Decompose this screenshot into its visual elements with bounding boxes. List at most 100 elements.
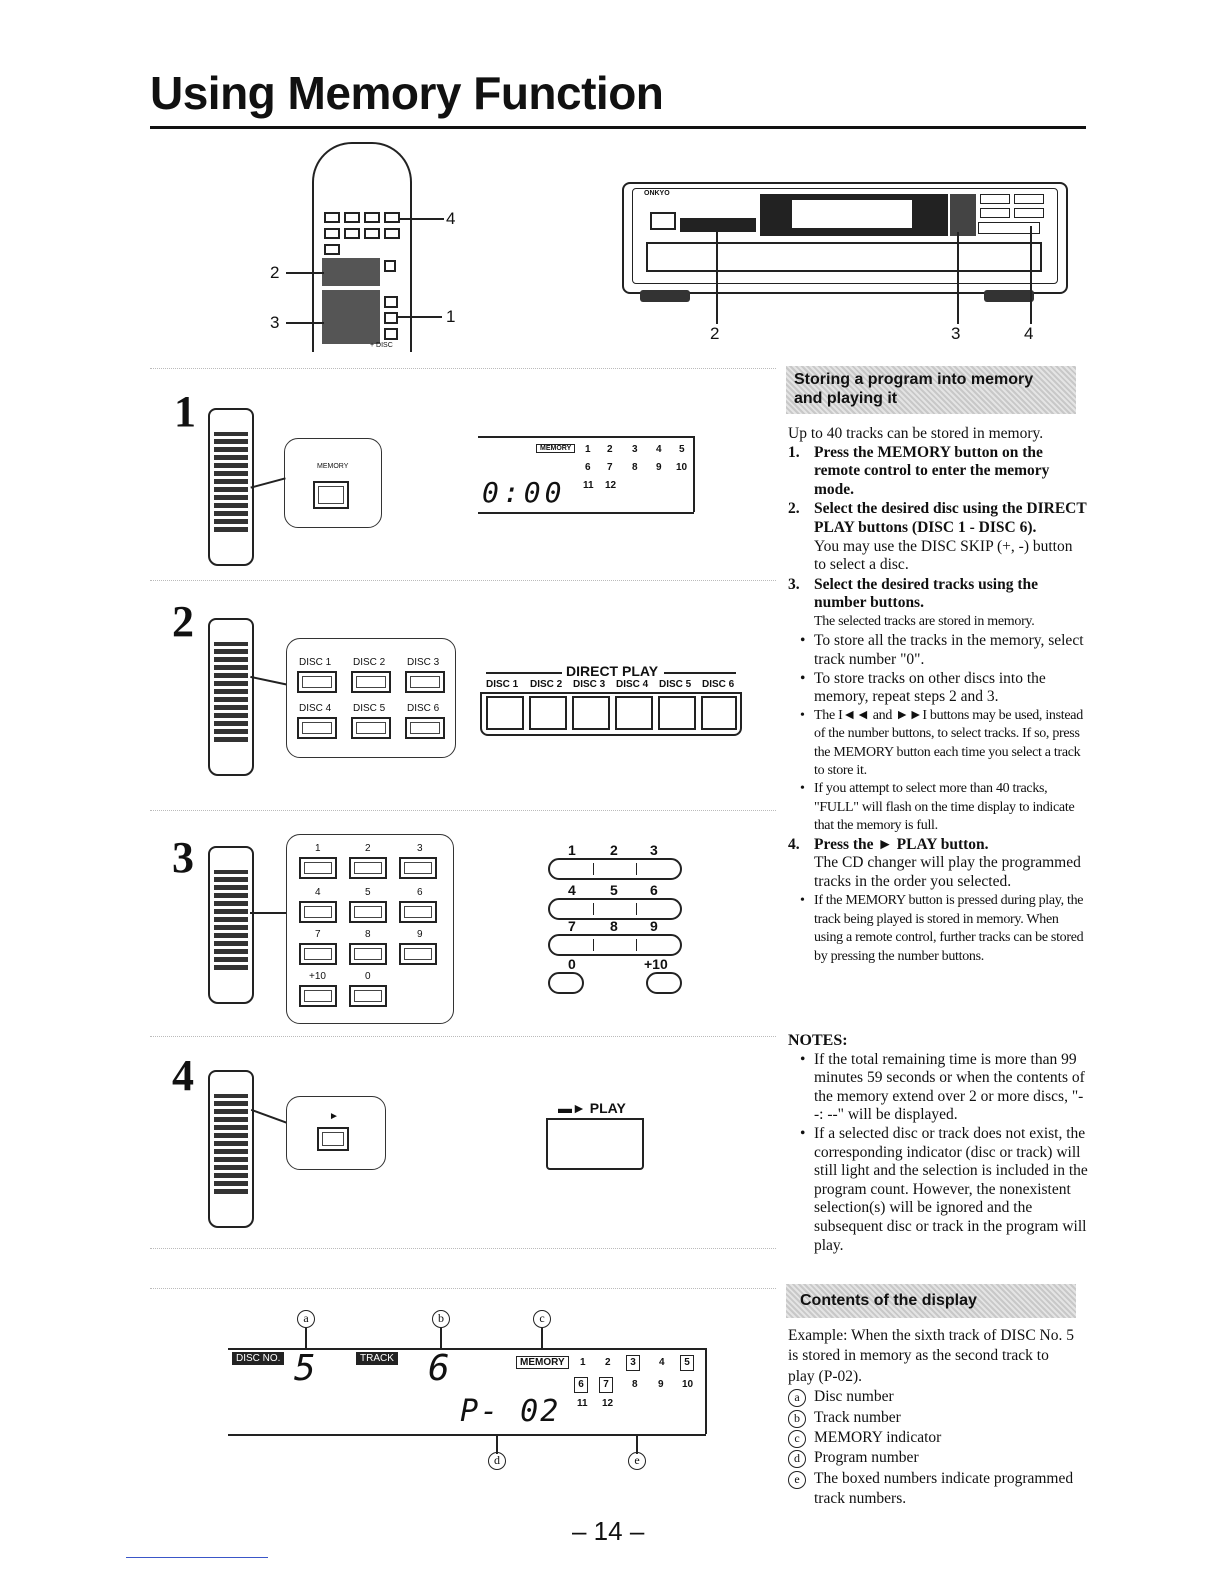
step-num: 4. <box>788 835 800 853</box>
contents-example: Example: When the sixth track of DISC No… <box>788 1327 1074 1385</box>
keypad-0-button[interactable] <box>548 972 584 994</box>
keypad-row-3[interactable] <box>548 934 682 956</box>
track-indicator: 12 <box>602 1398 614 1409</box>
disc-3-button[interactable] <box>405 671 445 693</box>
disc-label: DISC 2 <box>353 657 386 668</box>
play-button[interactable] <box>317 1127 349 1151</box>
programmed-track-indicator: 5 <box>680 1355 694 1371</box>
disc-4-button[interactable] <box>297 717 337 739</box>
keypad-label: 2 <box>610 842 618 858</box>
mark-a: a <box>297 1310 323 1328</box>
keypad-label: 1 <box>568 842 576 858</box>
direct-play-disc-3[interactable] <box>572 696 610 730</box>
notes: NOTES: If the total remaining time is mo… <box>788 1032 1088 1255</box>
number-label: +10 <box>309 971 326 982</box>
keypad-label: 5 <box>610 882 618 898</box>
keypad-label: 0 <box>568 956 576 972</box>
number-plus10-button[interactable] <box>299 985 337 1007</box>
number-label: 3 <box>417 843 423 854</box>
number-label: 6 <box>417 887 423 898</box>
step-1-memory-panel: MEMORY <box>284 438 382 528</box>
direct-play-disc-4[interactable] <box>615 696 653 730</box>
step-4-remote <box>208 1070 254 1228</box>
keypad-label: 8 <box>610 918 618 934</box>
step-2-number: 2 <box>172 597 194 646</box>
programmed-track-indicator: 6 <box>574 1377 588 1393</box>
track-indicator: 8 <box>632 1379 638 1390</box>
step-1-memory-label: MEMORY <box>317 463 349 470</box>
note: If a selected disc or track does not exi… <box>788 1125 1088 1255</box>
bullet: The I◄◄ and ►►I buttons may be used, ins… <box>788 707 1088 781</box>
direct-play-disc-5[interactable] <box>658 696 696 730</box>
disc-5-button[interactable] <box>351 717 391 739</box>
track-indicator: 12 <box>605 480 617 491</box>
footer-rule <box>126 1557 268 1558</box>
page-number: – 14 – <box>572 1516 645 1546</box>
number-2-button[interactable] <box>349 857 387 879</box>
keypad-label: 6 <box>650 882 658 898</box>
disc-no-indicator: DISC NO. <box>232 1352 285 1365</box>
programmed-track-indicator: 3 <box>626 1355 640 1371</box>
legend-mark: b <box>788 1409 806 1428</box>
number-9-button[interactable] <box>399 943 437 965</box>
legend-text: MEMORY indicator <box>814 1429 942 1447</box>
keypad-label: 3 <box>650 842 658 858</box>
direct-play-label: DISC 2 <box>530 679 563 690</box>
number-8-button[interactable] <box>349 943 387 965</box>
disc-1-button[interactable] <box>297 671 337 693</box>
storing-instructions: Up to 40 tracks can be stored in memory.… <box>788 425 1088 966</box>
number-4-button[interactable] <box>299 901 337 923</box>
legend-text: Disc number <box>814 1388 894 1406</box>
legend-mark: c <box>788 1430 806 1449</box>
number-0-button[interactable] <box>349 985 387 1007</box>
step-3-number: 3 <box>172 833 194 882</box>
legend-mark: d <box>788 1450 806 1469</box>
direct-play-disc-2[interactable] <box>529 696 567 730</box>
instruction-text: Select the desired tracks using the numb… <box>814 575 1039 612</box>
direct-play-label: DISC 3 <box>573 679 606 690</box>
number-label: 5 <box>365 887 371 898</box>
play-arrow-icon: ▬► <box>558 1100 586 1116</box>
direct-play-disc-6[interactable] <box>701 696 737 730</box>
storing-intro: Up to 40 tracks can be stored in memory. <box>788 425 1044 442</box>
keypad-row-1[interactable] <box>548 858 682 880</box>
track-indicator: 7 <box>607 462 613 473</box>
number-1-button[interactable] <box>299 857 337 879</box>
number-7-button[interactable] <box>299 943 337 965</box>
disc-6-button[interactable] <box>405 717 445 739</box>
disc-label: DISC 4 <box>299 703 332 714</box>
direct-play-disc-1[interactable] <box>486 696 524 730</box>
direct-play-title: DIRECT PLAY <box>566 663 659 679</box>
legend-text: Track number <box>814 1408 901 1426</box>
number-5-button[interactable] <box>349 901 387 923</box>
disc-label: DISC 1 <box>299 657 332 668</box>
legend-mark: e <box>788 1470 806 1489</box>
contents-text: Example: When the sixth track of DISC No… <box>788 1326 1074 1510</box>
track-number-readout: 6 <box>428 1348 450 1389</box>
keypad-label: +10 <box>644 956 668 972</box>
step-4-number: 4 <box>172 1051 194 1100</box>
unit-play-button[interactable] <box>546 1118 644 1170</box>
step-2-disc-panel: DISC 1 DISC 2 DISC 3 DISC 4 DISC 5 DISC … <box>286 638 456 758</box>
direct-play-label: DISC 1 <box>486 679 519 690</box>
mark-c: c <box>533 1310 559 1328</box>
disc-number-readout: 5 <box>294 1348 316 1389</box>
instruction-note: The selected tracks are stored in memory… <box>814 613 1035 629</box>
instruction-text: Press the MEMORY button on the remote co… <box>814 443 1050 498</box>
number-label: 0 <box>365 971 371 982</box>
number-6-button[interactable] <box>399 901 437 923</box>
bullet: If you attempt to select more than 40 tr… <box>788 780 1088 835</box>
keypad-label: 9 <box>650 918 658 934</box>
keypad-plus10-button[interactable] <box>646 972 682 994</box>
play-text: PLAY <box>589 1100 626 1116</box>
legend-text: The boxed numbers indicate programmed tr… <box>814 1469 1074 1508</box>
storing-heading: Storing a program into memory and playin… <box>794 371 1034 407</box>
number-3-button[interactable] <box>399 857 437 879</box>
track-indicator: 2 <box>605 1357 611 1368</box>
keypad-row-2[interactable] <box>548 898 682 920</box>
unit-callout-3: 3 <box>951 324 961 343</box>
memory-button[interactable] <box>313 481 349 509</box>
direct-play-label: DISC 6 <box>702 679 735 690</box>
unit-callout-2: 2 <box>710 324 720 343</box>
disc-2-button[interactable] <box>351 671 391 693</box>
